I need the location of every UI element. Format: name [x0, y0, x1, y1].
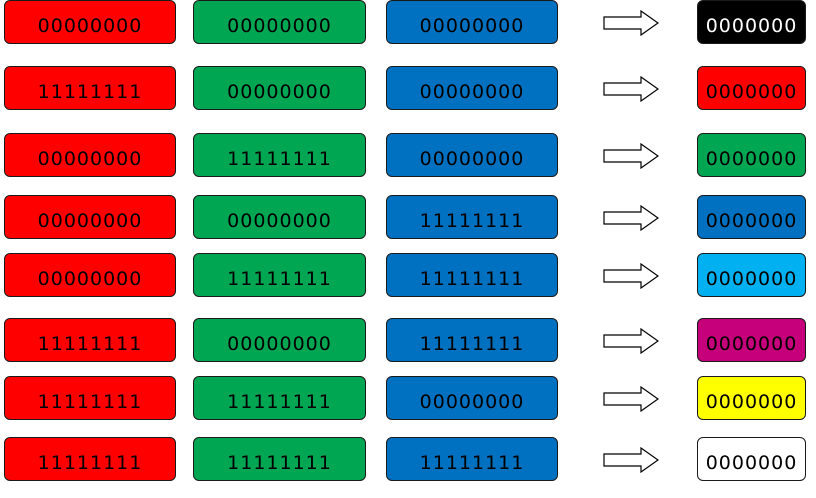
green-channel-bar: 11111111 [193, 133, 366, 177]
right-arrow-icon [603, 447, 659, 473]
right-arrow-icon [603, 263, 659, 289]
result-color-bar: 0000000 [697, 318, 806, 362]
mixing-row: 00000000 11111111 11111111 0000000 [0, 253, 816, 299]
right-arrow-icon [603, 328, 659, 354]
red-channel-bar: 00000000 [4, 0, 176, 44]
blue-channel-bar: 00000000 [386, 133, 558, 177]
blue-channel-bar: 00000000 [386, 66, 558, 110]
green-channel-bar: 00000000 [193, 0, 366, 44]
green-channel-bar: 11111111 [193, 253, 366, 297]
result-color-bar: 0000000 [697, 376, 806, 420]
mixing-row: 11111111 11111111 11111111 0000000 [0, 437, 816, 483]
green-channel-bar: 11111111 [193, 437, 366, 481]
red-channel-bar: 11111111 [4, 66, 176, 110]
blue-channel-bar: 00000000 [386, 0, 558, 44]
right-arrow-icon [603, 205, 659, 231]
blue-channel-bar: 00000000 [386, 376, 558, 420]
red-channel-bar: 00000000 [4, 195, 176, 239]
red-channel-bar: 11111111 [4, 437, 176, 481]
blue-channel-bar: 11111111 [386, 437, 558, 481]
right-arrow-icon [603, 143, 659, 169]
green-channel-bar: 11111111 [193, 376, 366, 420]
result-color-bar: 0000000 [697, 253, 806, 297]
green-channel-bar: 00000000 [193, 318, 366, 362]
result-color-bar: 0000000 [697, 133, 806, 177]
result-color-bar: 0000000 [697, 0, 806, 44]
blue-channel-bar: 11111111 [386, 253, 558, 297]
mixing-row: 00000000 00000000 11111111 0000000 [0, 195, 816, 241]
red-channel-bar: 11111111 [4, 318, 176, 362]
green-channel-bar: 00000000 [193, 195, 366, 239]
right-arrow-icon [603, 386, 659, 412]
red-channel-bar: 00000000 [4, 253, 176, 297]
blue-channel-bar: 11111111 [386, 195, 558, 239]
mixing-row: 11111111 00000000 11111111 0000000 [0, 318, 816, 364]
result-color-bar: 0000000 [697, 66, 806, 110]
red-channel-bar: 11111111 [4, 376, 176, 420]
right-arrow-icon [603, 10, 659, 36]
result-color-bar: 0000000 [697, 195, 806, 239]
blue-channel-bar: 11111111 [386, 318, 558, 362]
red-channel-bar: 00000000 [4, 133, 176, 177]
green-channel-bar: 00000000 [193, 66, 366, 110]
right-arrow-icon [603, 76, 659, 102]
result-color-bar: 0000000 [697, 437, 806, 481]
